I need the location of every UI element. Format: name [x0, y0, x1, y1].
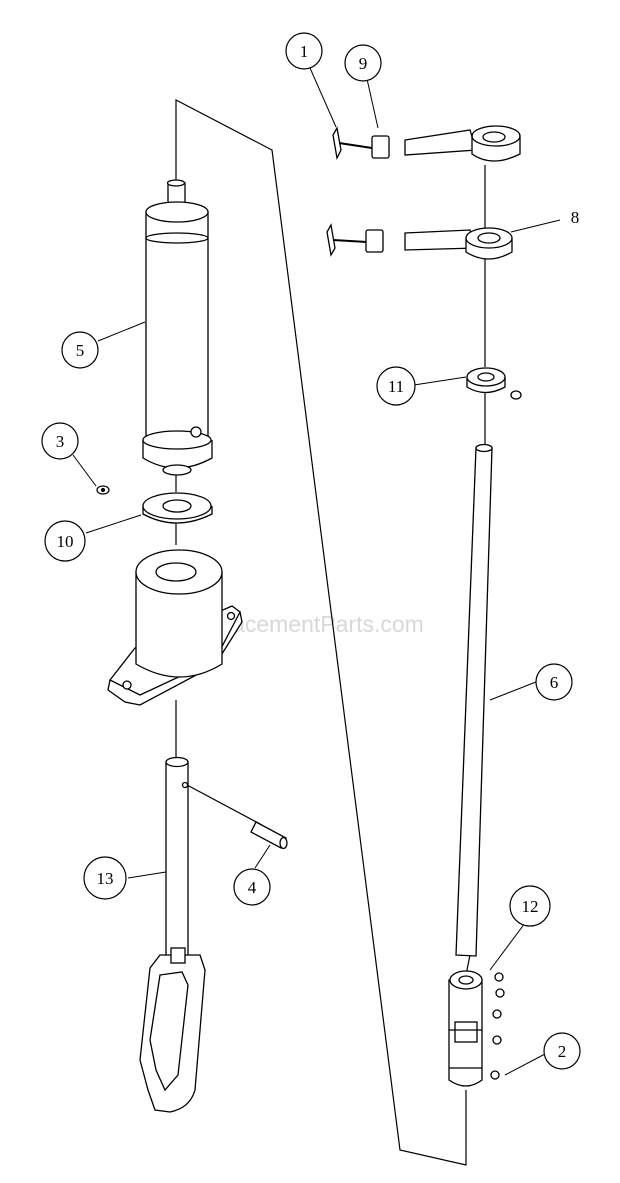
callout-label: 2 — [558, 1042, 567, 1061]
callout-3: 3 — [41, 422, 79, 460]
part-lower-rod-end — [326, 223, 513, 260]
callout-11: 11 — [376, 366, 416, 406]
part-long-rod — [455, 443, 493, 957]
callout-label: 8 — [571, 208, 580, 227]
part-cylinder — [142, 179, 213, 476]
callout-1: 1 — [285, 32, 323, 70]
callout-4: 4 — [233, 868, 271, 906]
assembly-lines — [175, 99, 486, 1166]
callout-label: 13 — [97, 869, 114, 888]
callout-2: 2 — [543, 1032, 581, 1070]
callout-label: 9 — [359, 54, 368, 73]
callout-label: 12 — [522, 897, 539, 916]
part-washer — [142, 492, 213, 524]
part-coupler — [448, 970, 505, 1087]
callout-6: 6 — [535, 663, 573, 701]
callout-12: 12 — [509, 885, 551, 927]
callout-label: 11 — [388, 377, 404, 396]
part-set-screw-3 — [96, 485, 110, 495]
callout-label: 1 — [300, 42, 309, 61]
part-pin — [250, 821, 288, 850]
leader-lines — [72, 67, 561, 1076]
part-handle-shaft — [139, 756, 206, 1113]
callout-label: 5 — [76, 341, 85, 360]
callout-label: 6 — [550, 673, 559, 692]
callout-8: 8 — [571, 208, 580, 227]
callout-10: 10 — [44, 520, 86, 562]
callout-label: 10 — [57, 532, 74, 551]
part-upper-rod-end — [332, 125, 521, 162]
callout-9: 9 — [344, 44, 382, 82]
part-mount-bushing — [107, 549, 243, 706]
callout-5: 5 — [61, 331, 99, 369]
callout-label: 4 — [248, 878, 257, 897]
part-collar — [466, 367, 522, 400]
callout-label: 3 — [56, 432, 65, 451]
callout-13: 13 — [83, 856, 127, 900]
